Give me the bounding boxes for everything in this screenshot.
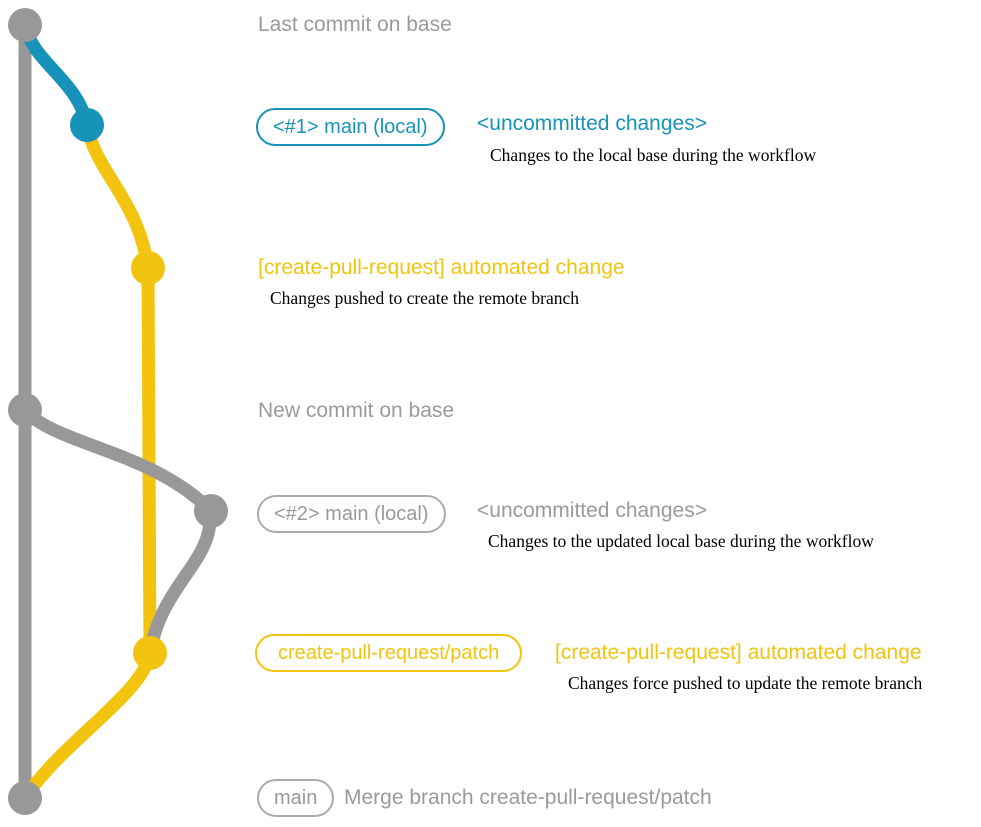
commit-message-new-commit: New commit on base — [258, 399, 455, 422]
note-automated-2: Changes force pushed to update the remot… — [568, 673, 923, 693]
commit-message-uncommitted-2: <uncommitted changes> — [477, 499, 707, 522]
patch-branch-line — [80, 118, 157, 660]
branch-tag-create-pull-request-patch: create-pull-request/patch — [255, 634, 523, 672]
commit-message-automated-2: [create-pull-request] automated change — [555, 641, 922, 664]
commit-dot-automated-change-1 — [131, 251, 165, 285]
base-to-local-main-2-segment — [18, 403, 217, 517]
commit-message-merge: Merge branch create-pull-request/patch — [344, 786, 712, 809]
note-uncommitted-1: Changes to the local base during the wor… — [490, 145, 817, 165]
branch-tag-main: main — [257, 779, 335, 817]
commit-dot-merge — [8, 781, 42, 815]
commit-dot-new-commit-on-base — [8, 393, 42, 427]
commit-dot-uncommitted-1 — [70, 108, 104, 142]
commit-message-automated-1: [create-pull-request] automated change — [258, 256, 625, 279]
note-uncommitted-2: Changes to the updated local base during… — [488, 531, 874, 551]
local-main-branch-segment — [18, 18, 94, 132]
note-automated-1: Changes pushed to create the remote bran… — [270, 288, 580, 308]
branch-tag-main-local-2: <#2> main (local) — [257, 495, 446, 533]
local-main-2-to-patch-segment — [143, 503, 217, 660]
commit-dot-automated-change-2 — [133, 636, 167, 670]
commit-dot-uncommitted-2 — [194, 494, 228, 528]
commit-message-uncommitted-1: <uncommitted changes> — [477, 112, 707, 135]
commit-dot-last-commit-on-base — [8, 8, 42, 42]
branch-tag-main-local-1: <#1> main (local) — [256, 108, 445, 146]
patch-merge-segment — [18, 646, 157, 805]
commit-message-last-commit: Last commit on base — [258, 13, 452, 36]
